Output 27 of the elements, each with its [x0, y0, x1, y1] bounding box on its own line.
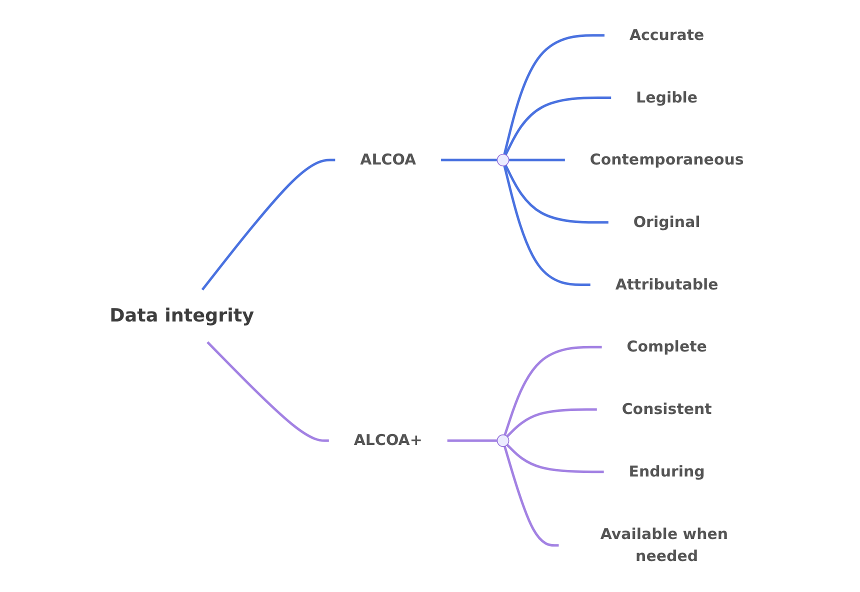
- connector: [448, 439, 498, 442]
- connector: [504, 446, 559, 547]
- node-text: Consistent: [622, 400, 712, 418]
- node-circle: [497, 434, 510, 447]
- node-text: Accurate: [630, 26, 704, 44]
- connector: [506, 408, 598, 438]
- node-text: ALCOA: [360, 151, 416, 169]
- connector: [441, 158, 498, 162]
- node-text: Contemporaneous: [590, 151, 744, 169]
- connector: [202, 158, 336, 291]
- node-circle: [497, 154, 510, 166]
- node-text: Legible: [636, 88, 698, 106]
- connector: [503, 34, 605, 155]
- node-text: ALCOA+: [354, 432, 423, 450]
- node-text: Original: [634, 214, 701, 232]
- connector: [506, 444, 604, 474]
- connector: [503, 165, 591, 286]
- connector: [504, 96, 612, 156]
- node-text: Attributable: [616, 276, 719, 294]
- node-text: Data integrity: [110, 306, 254, 326]
- node-text: Complete: [626, 338, 708, 356]
- node-text: Enduring: [628, 463, 706, 481]
- node-text: Available when needed: [600, 525, 728, 566]
- connector: [504, 346, 602, 436]
- connector: [504, 164, 609, 224]
- connector: [206, 341, 330, 442]
- connector: [509, 158, 566, 162]
